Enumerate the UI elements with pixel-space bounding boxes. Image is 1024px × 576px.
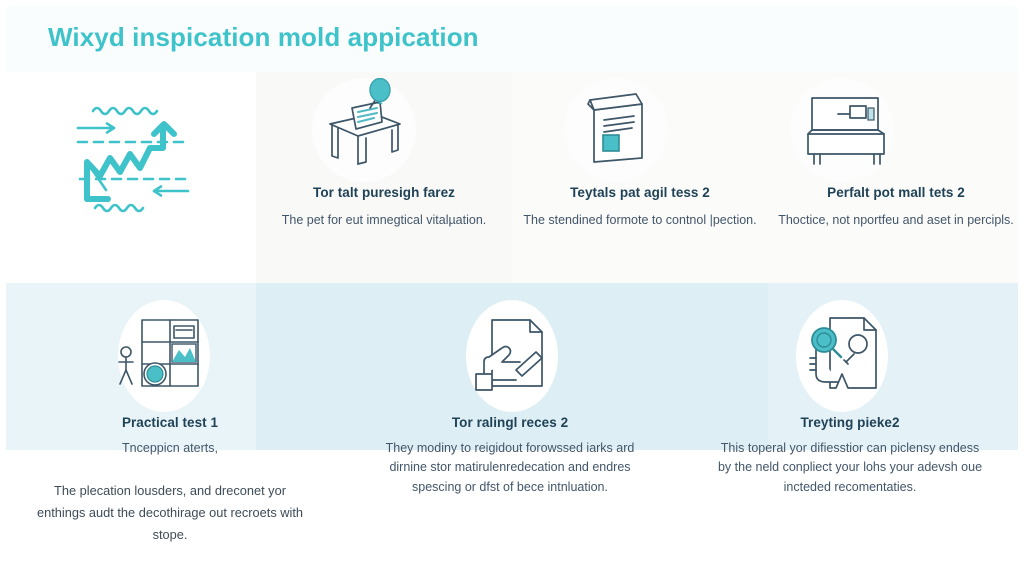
shelf-grid-with-person-icon (110, 300, 218, 412)
document-with-hand-pen-icon (458, 300, 566, 412)
card-title: Practical test 1 (121, 415, 219, 430)
document-magnifier-hand-icon (788, 300, 896, 412)
card-title: Teytals pat agil tess 2 (570, 185, 710, 200)
card-bottom-2: Tor ralingl reces 2 They modiny to reigi… (375, 415, 645, 497)
page-title: Wixyd inspication mold appication (48, 22, 479, 52)
bed-with-nightstand-icon (790, 78, 894, 182)
card-title: Treyting pieke2 (800, 415, 900, 430)
card-subtitle: They modiny to reigidout forowssed iarks… (385, 440, 635, 494)
card-title: Perfalt pot mall tets 2 (827, 185, 965, 200)
card-body: The plecation lousders, and dreconet yor… (36, 483, 304, 542)
card-subtitle: This toperal yor difiesstior can piclens… (717, 440, 983, 494)
mailbox-document-box-icon (564, 78, 668, 182)
desk-with-balloon-icon (312, 78, 416, 182)
card-bottom-3: Treyting pieke2 This toperal yor difiess… (715, 415, 985, 497)
card-subtitle: Thoctice, not nportfeu and aset in perci… (778, 212, 1014, 227)
zigzag-growth-arrow-illustration (58, 98, 208, 218)
card-title: Tor talt puresigh farez (313, 185, 455, 200)
card-subtitle: Tnceppicn aterts, (122, 440, 218, 455)
header-band: Wixyd inspication mold appication (0, 0, 1024, 72)
card-top-1: Tor talt puresigh farez The pet for eut … (264, 185, 504, 230)
card-title: Tor ralingl reces 2 (451, 415, 569, 430)
card-subtitle: The pet for eut imnegtical vitalµation. (281, 212, 487, 227)
card-top-3: Perfalt pot mall tets 2 Thoctice, not np… (776, 185, 1016, 230)
card-top-2: Teytals pat agil tess 2 The stendined fo… (520, 185, 760, 230)
card-bottom-1: Practical test 1 Tnceppicn aterts, The p… (35, 415, 305, 546)
card-subtitle: The stendined formote to contnol |pectio… (523, 212, 757, 227)
